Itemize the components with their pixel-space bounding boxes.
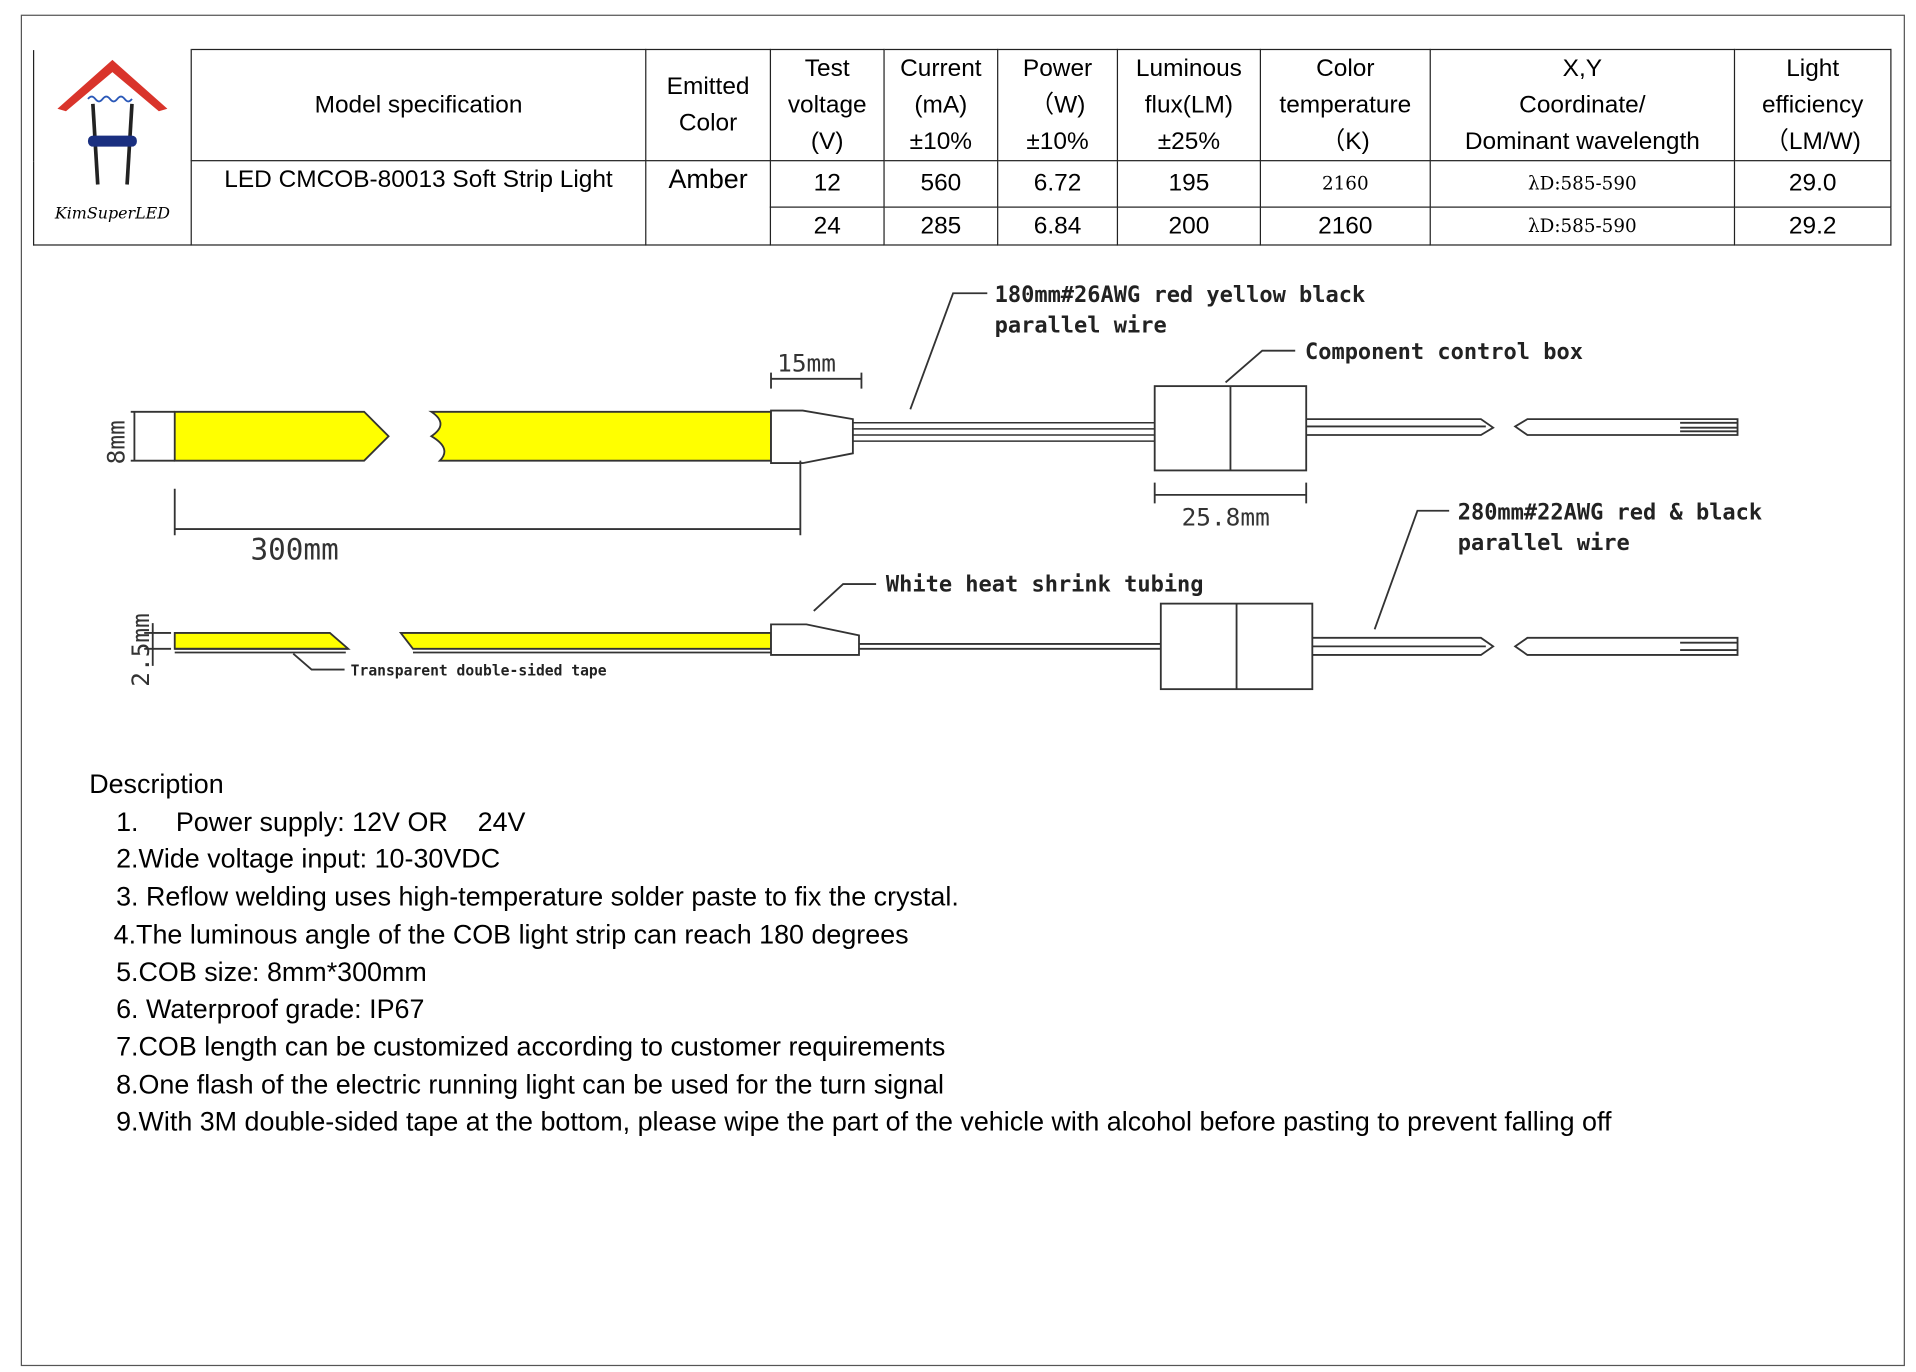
description-item: 3. Reflow welding uses high-temperature … [116,881,959,912]
header-power: Power（W)±10% [997,48,1119,162]
dim-2-5mm: 2.5mm [126,613,155,687]
description-item: 6. Waterproof grade: IP67 [116,993,425,1025]
table-row: 24 285 6.84 200 2160 λD:585-590 29.2 [34,205,1892,245]
cell: 6.84 [997,205,1119,245]
strip-side-view: 2.5mm Transparent double-sided tape Whit… [126,500,1762,691]
dim-300mm: 300mm [250,533,338,567]
logo-cell: KimSuperLED [32,49,192,245]
logo-text: KimSuperLED [54,203,170,222]
model-cell: LED CMCOB-80013 Soft Strip Light [190,160,647,245]
description-item: 9.With 3M double-sided tape at the botto… [116,1106,1612,1137]
tape-label: Transparent double-sided tape [351,663,607,680]
wires-in [852,422,1155,442]
description-title: Description [89,768,224,800]
description-item: 8.One flash of the electric running ligh… [116,1068,944,1100]
dim-15mm: 15mm [777,348,836,377]
cell: 6.72 [997,160,1119,208]
color-cell: Amber [645,160,772,245]
description: Description 1. Power supply: 12V OR 24V … [89,766,1611,1141]
side-strip-2 [398,632,772,650]
kimsuperled-logo: KimSuperLED [54,59,170,222]
strip-top-view: 8mm 300mm 15mm 25.8mm 180mm#26AWG red ye… [102,283,1739,567]
description-item: 4.The luminous angle of the COB light st… [113,918,909,950]
cell: 285 [883,205,999,245]
description-item: 2.Wide voltage input: 10-30VDC [116,843,501,875]
side-strip-1 [173,632,351,650]
wire-label-26awg: 180mm#26AWG red yellow black [995,283,1366,308]
cell: 12 [769,160,885,208]
description-item: 1. Power supply: 12V OR 24V [116,806,526,837]
strip-segment-1 [173,410,390,462]
dim-8mm: 8mm [102,420,131,464]
cell: 200 [1116,205,1262,245]
cell: 29.2 [1733,205,1892,245]
table-row: LED CMCOB-80013 Soft Strip Light Amber 1… [34,160,1892,245]
strip-diagram: 8mm 300mm 15mm 25.8mm 180mm#26AWG red ye… [102,283,1762,691]
wire-label-22awg: 280mm#22AWG red & black [1458,500,1762,525]
wire-label-22awg-2: parallel wire [1458,531,1630,556]
control-box-label: Component control box [1305,340,1583,365]
cell: 560 [883,160,999,208]
strip-segment-2 [428,410,772,462]
description-item: 7.COB length can be customized according… [116,1031,946,1062]
connector [770,409,854,465]
cell: λD:585-590 [1429,160,1736,208]
description-item: 5.COB size: 8mm*300mm [116,956,427,987]
header-current: Current(mA)±10% [883,48,999,162]
cell: 195 [1116,160,1262,208]
wires-out [1306,418,1739,436]
wire-label-26awg-2: parallel wire [995,313,1167,338]
heat-shrink-label: White heat shrink tubing [886,572,1204,597]
cell: λD:585-590 [1429,205,1736,245]
page-frame [20,14,1905,1367]
header-model: Model specification [190,48,647,162]
cell: 29.0 [1733,160,1892,208]
dim-25-8mm: 25.8mm [1182,502,1270,531]
heat-shrink [770,623,860,656]
